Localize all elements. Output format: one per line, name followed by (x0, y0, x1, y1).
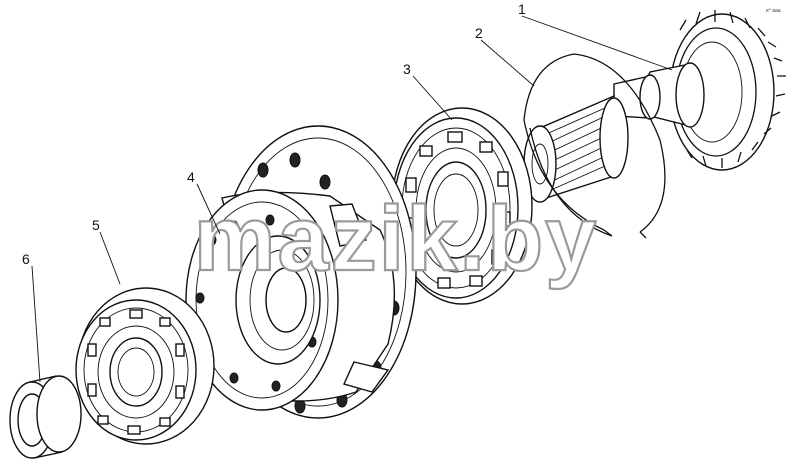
callout-3: 3 (403, 61, 411, 77)
corner-note: e° aaa (766, 8, 781, 14)
callout-6: 6 (22, 251, 30, 267)
bearing-5-rollers (87, 309, 185, 435)
callout-1: 1 (518, 1, 526, 17)
gear-teeth (669, 10, 786, 171)
front-flange-bolt-holes (195, 214, 317, 392)
callout-5: 5 (92, 217, 100, 233)
callout-2: 2 (475, 25, 483, 41)
callout-4: 4 (187, 169, 195, 185)
part-5-bearing (75, 287, 215, 445)
watermark-text: mazik.by (194, 188, 599, 290)
callout-labels: 1 2 3 4 5 6 (22, 1, 526, 267)
part-6-spacer-ring (9, 375, 82, 459)
bearing-3-rollers (403, 131, 511, 289)
part-1-bevel-gear-shaft (523, 10, 786, 203)
housing-lug-bottom (343, 361, 390, 393)
part-3-roller-bearing (391, 107, 533, 305)
part-4-bearing-housing (185, 125, 417, 419)
housing-lug-top (329, 203, 367, 247)
leader-lines (31, 15, 673, 383)
part-2-snap-ring (523, 53, 666, 239)
